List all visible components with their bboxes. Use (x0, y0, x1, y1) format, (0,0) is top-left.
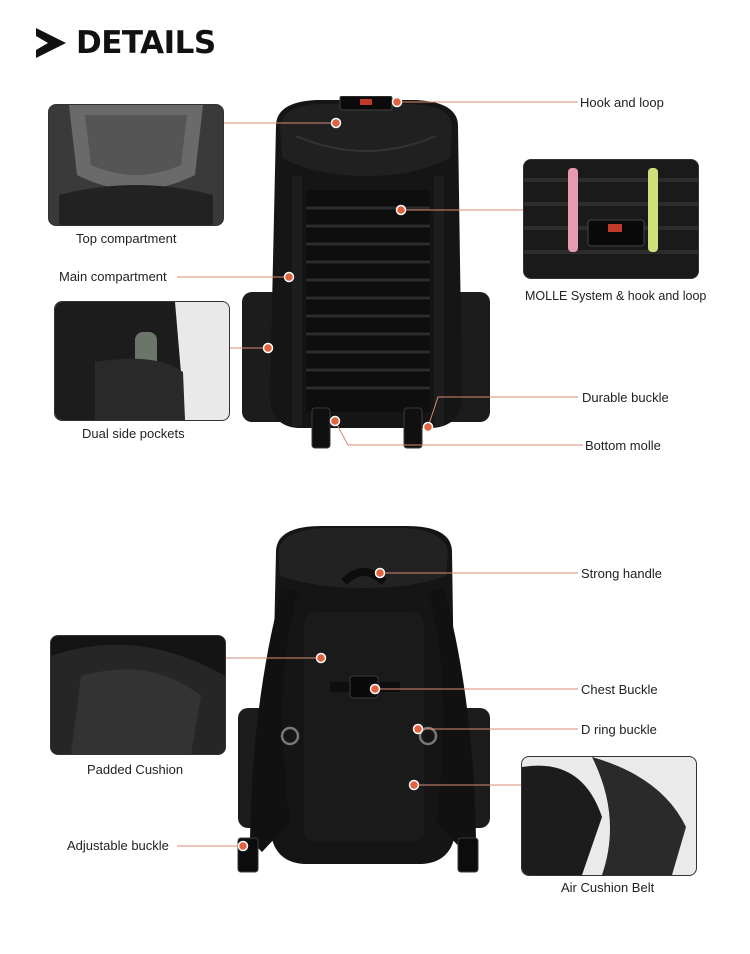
dot-d-ring-buckle (412, 723, 424, 735)
dot-top-compartment (330, 117, 342, 129)
label-main-compartment: Main compartment (59, 269, 167, 284)
dot-padded-cushion (315, 652, 327, 664)
dot-durable-buckle (422, 421, 434, 433)
label-air-cushion-belt: Air Cushion Belt (561, 880, 655, 895)
dot-strong-handle (374, 567, 386, 579)
air-cushion-belt-photo (521, 756, 697, 876)
side-pocket-photo (54, 301, 230, 421)
label-dual-side-pockets: Dual side pockets (82, 426, 185, 441)
dot-adjustable-buckle (237, 840, 249, 852)
top-compartment-photo (48, 104, 224, 226)
molle-system-photo (523, 159, 699, 279)
dot-dual-side-pockets (262, 342, 274, 354)
dot-chest-buckle (369, 683, 381, 695)
dot-bottom-molle (329, 415, 341, 427)
label-durable-buckle: Durable buckle (582, 390, 669, 405)
backpack-front-photo (242, 96, 490, 449)
label-hook-and-loop: Hook and loop (580, 95, 664, 110)
backpack-back-photo (237, 526, 490, 873)
title-text: DETAILS (76, 25, 216, 61)
label-strong-handle: Strong handle (581, 566, 662, 581)
arrow-icon (36, 28, 66, 58)
dot-air-cushion-belt (408, 779, 420, 791)
label-top-compartment: Top compartment (76, 231, 177, 246)
label-adjustable-buckle: Adjustable buckle (67, 838, 169, 853)
label-chest-buckle: Chest Buckle (581, 682, 658, 697)
label-bottom-molle: Bottom molle (585, 438, 661, 453)
padded-cushion-photo (50, 635, 226, 755)
section-title: DETAILS (36, 25, 216, 61)
label-padded-cushion: Padded Cushion (87, 762, 184, 777)
label-d-ring-buckle: D ring buckle (581, 722, 657, 737)
dot-main-compartment (283, 271, 295, 283)
label-molle-system: MOLLE System & hook and loop (525, 289, 707, 303)
dot-molle-system (395, 204, 407, 216)
dot-hook-and-loop (391, 96, 403, 108)
